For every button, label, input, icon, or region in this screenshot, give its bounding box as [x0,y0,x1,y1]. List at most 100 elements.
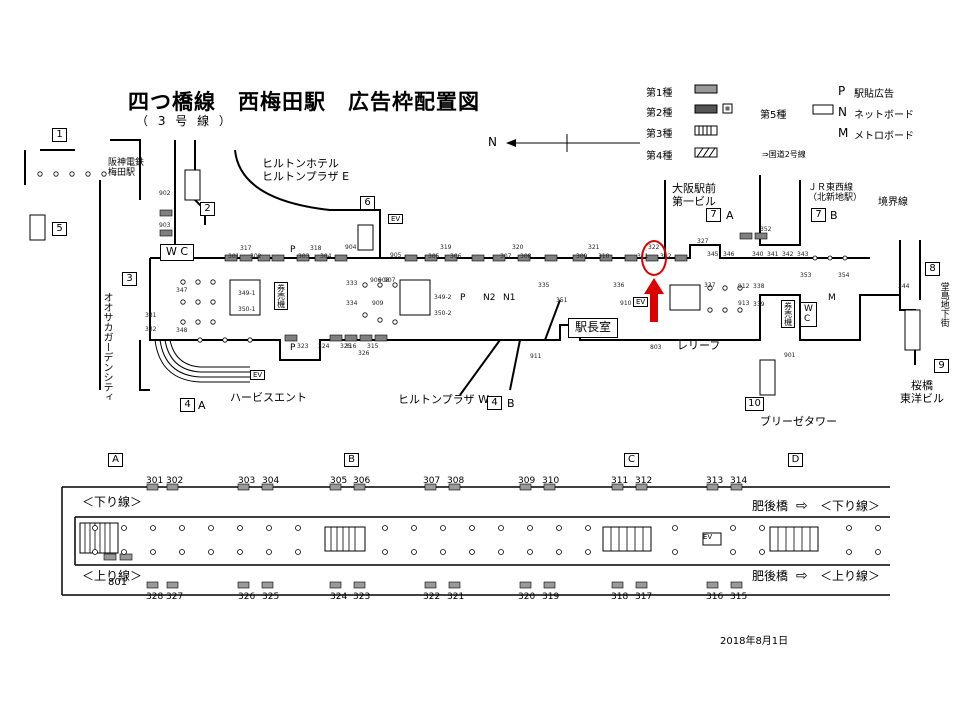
concourse-ad-number: 340 [752,251,764,258]
platform-stair-lines [84,523,811,553]
exit-4b-suffix: B [507,397,515,410]
platform-ev: EV [703,533,713,541]
label-sakurabashi: 桜橋 東洋ビル [900,379,944,405]
concourse-ad-number: 803 [650,344,662,351]
pillar-dot [266,525,272,531]
concourse-ad-number: 335 [538,282,550,289]
label-kenbai-1: 券売機 [274,282,288,310]
pillar-dot [585,549,591,555]
platform-bottom-number: 326 [238,592,256,602]
pillar-dot [672,525,678,531]
concourse-ad-number: 332 [145,326,157,333]
exit-5: 5 [52,222,67,236]
platform-higobashi-down: 肥後橋 [752,499,789,513]
platform-top-number: 307 [423,476,441,486]
pillar-dot [846,525,852,531]
concourse-ad-number: 326 [358,350,370,357]
pillar-dot [411,525,417,531]
pillar-dot [92,549,98,555]
legend-p-symbol: P [838,84,846,98]
concourse-ad-number: 302 [250,253,262,260]
platform-top-number: 311 [611,476,629,486]
pillar-dot [875,525,881,531]
platform-pillar-dots [92,525,881,555]
platform-top-number: 303 [238,476,256,486]
concourse-ad-number: 304 [320,253,332,260]
direction-arrow-icon-down: ⇨ [796,498,808,514]
exit-4a-suffix: A [198,399,206,412]
pillar-dot [295,525,301,531]
exit-7a: 7 [706,208,721,222]
exit-6: 6 [360,196,375,210]
platform-bottom-number: 316 [706,592,724,602]
label-jr-tozai: ＪＲ東西線 （北新地駅） [808,183,863,204]
exit-10: 10 [745,397,764,411]
north-arrow-icon [506,134,640,152]
pillar-dot [179,525,185,531]
platform-bottom-number: 324 [330,592,348,602]
marker-p-3: P [290,343,296,353]
platform-bottom-number: 315 [730,592,748,602]
pillar-dot [411,549,417,555]
platform-ad-panels [103,483,743,589]
outer-walls [24,139,141,390]
concourse-ad-number: 345 [707,251,719,258]
platform-801: 801 [108,577,128,588]
concourse-ad-number: 316 [345,343,357,350]
label-hanshin: 阪神電鉄 梅田駅 [108,158,145,179]
pillar-dot [759,525,765,531]
exit-4b: 4 [487,396,502,410]
platform-outline [61,486,890,596]
legend-p-text: 駅貼広告 [854,89,894,100]
concourse-ad-number: 344 [898,283,910,290]
platform-bottom-number: 323 [353,592,371,602]
marker-n1: N1 [503,293,516,303]
exit-7a-suffix: A [726,209,734,222]
concourse-ad-number: 909 [372,300,384,307]
concourse-ad-number: 350-2 [434,310,452,317]
concourse-ad-number: 913 [738,300,750,307]
concourse-ad-number: 333 [346,280,358,287]
label-ev-3: EV [633,297,649,308]
label-harbis: ハービスエント [230,391,307,404]
pillar-dot [556,549,562,555]
concourse-ad-number: 324 [318,343,330,350]
concourse-ad-number: 352 [760,226,772,233]
label-dojima: 堂島地下街 [938,282,949,327]
concourse-ad-number: 901 [784,352,796,359]
label-ev-1: EV [388,214,404,225]
platform-top-number: 312 [635,476,653,486]
platform-top-number: 304 [262,476,280,486]
exit-1: 1 [52,128,67,142]
concourse-ad-number: 902 [159,190,171,197]
legend-type3: 第3種 [646,129,673,140]
platform-section-b: B [344,453,359,467]
label-kenbai-2: 券売機 [781,300,795,328]
concourse-ad-number: 338 [753,283,765,290]
concourse-ad-number: 907 [384,277,396,284]
pillar-dot [527,525,533,531]
concourse-ad-number: 336 [613,282,625,289]
concourse-ad-number: 342 [782,251,794,258]
label-relief: レリーフ [677,339,721,352]
pillar-dot [759,549,765,555]
label-sakai-line: 境界線 [878,197,908,208]
pillar-dot [875,549,881,555]
legend-type1: 第1種 [646,88,673,99]
pillar-dot [179,549,185,555]
concourse-ad-number: 331 [145,312,157,319]
concourse-ad-number: 349-2 [434,294,452,301]
label-kokudo: ⇒国道2号線 [762,150,806,159]
label-ev-2: EV [250,370,266,381]
pillar-dot [527,549,533,555]
concourse-ad-number: 321 [588,244,600,251]
pillar-dot [121,549,127,555]
marker-m: M [828,293,836,303]
label-osaka-ekimae: 大阪駅前 第一ビル [672,182,716,208]
concourse-ad-number: 327 [697,238,709,245]
platform-top-number: 301 [146,476,164,486]
exit-8: 8 [925,262,940,276]
legend-type5: 第5種 [760,110,787,121]
highlight-arrow-icon [644,278,664,322]
concourse-ad-number: 323 [297,343,309,350]
